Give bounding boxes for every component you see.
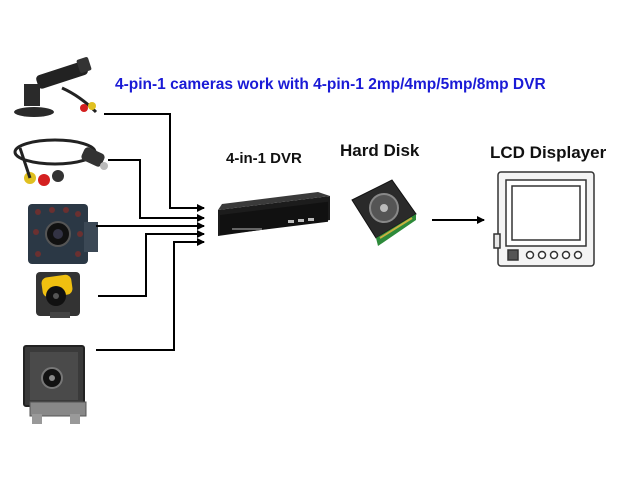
dvr-device bbox=[218, 192, 330, 236]
hard-disk-device bbox=[351, 179, 417, 246]
lcd-monitor bbox=[493, 171, 595, 267]
square-mini-camera bbox=[23, 345, 87, 424]
mini-pinhole-camera bbox=[36, 272, 80, 318]
bullet-camera bbox=[14, 57, 98, 117]
ir-board-camera bbox=[28, 204, 98, 264]
hard-disk-label: Hard Disk bbox=[340, 141, 420, 160]
dvr-label: 4-in-1 DVR bbox=[226, 150, 302, 167]
diagram-title: 4-pin-1 cameras work with 4-pin-1 2mp/4m… bbox=[115, 76, 546, 93]
camera-connections bbox=[96, 113, 205, 351]
lcd-label: LCD Displayer bbox=[490, 143, 607, 162]
pinhole-cable-camera bbox=[13, 138, 108, 186]
